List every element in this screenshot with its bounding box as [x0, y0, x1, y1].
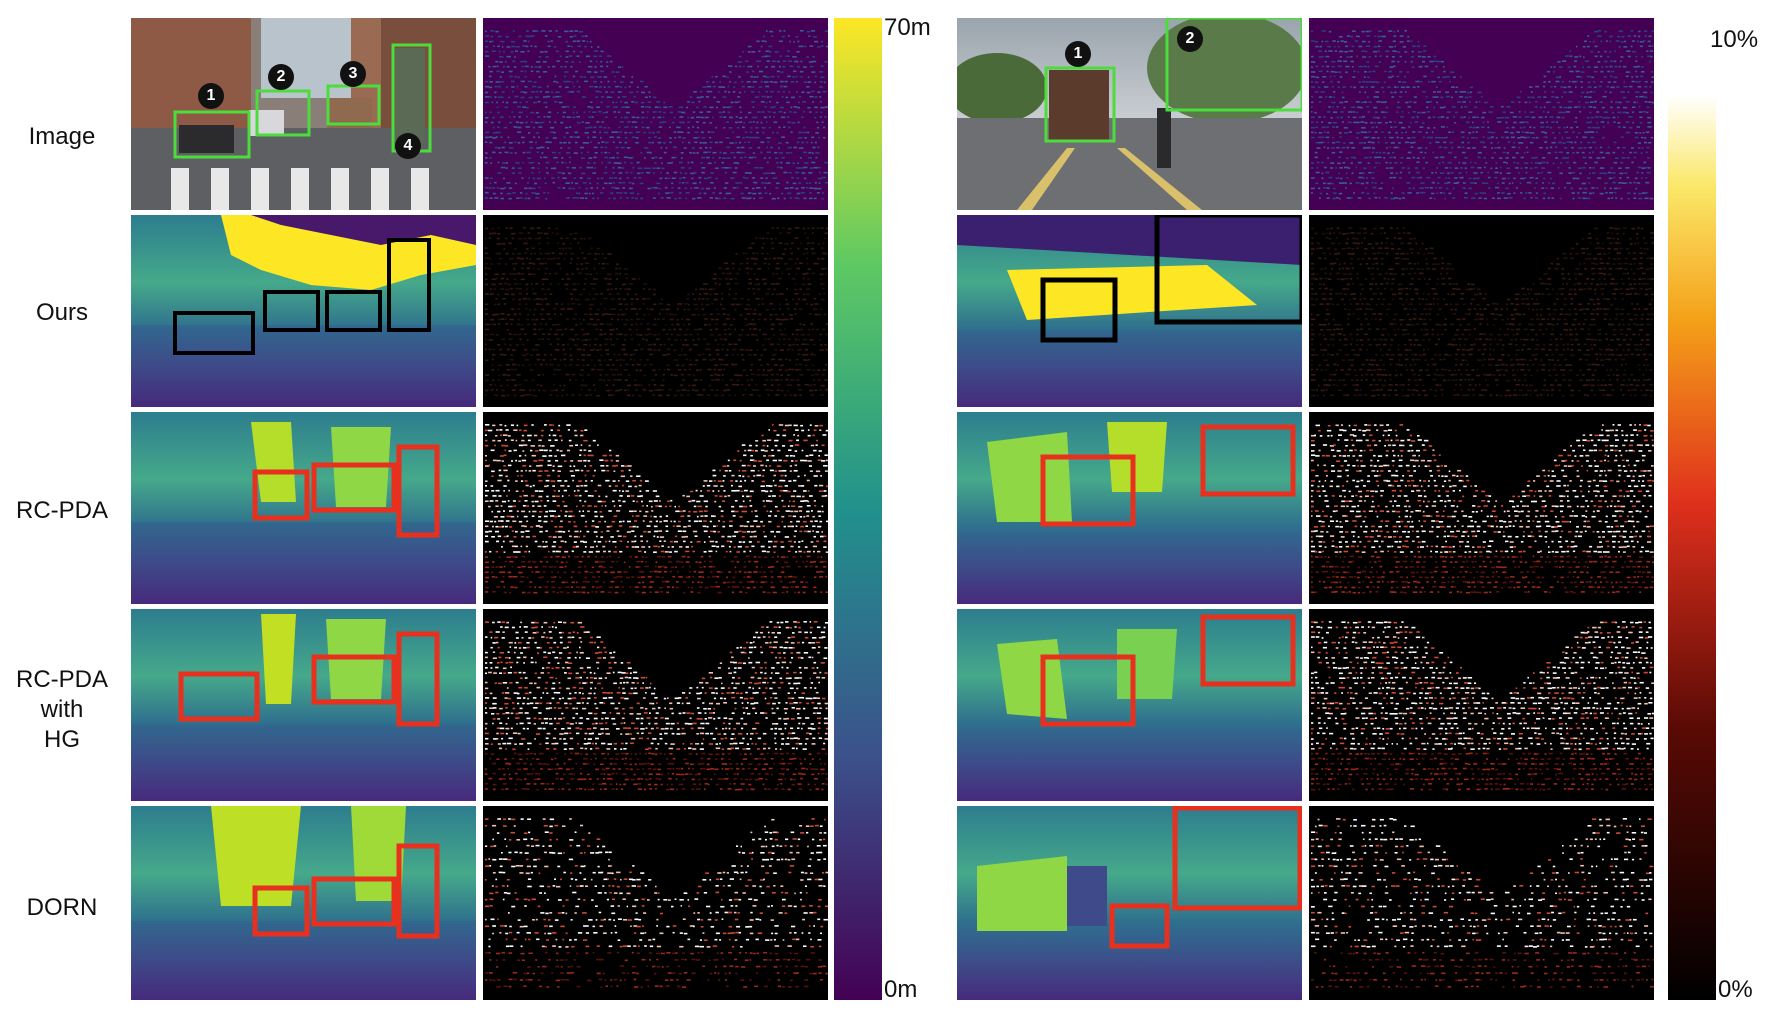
scene1-rcpda-error: [483, 412, 828, 604]
lidar-points: [1311, 227, 1654, 397]
depth-colorbar: [834, 18, 882, 1000]
scene1-green-boxes: [173, 43, 432, 159]
scene1-lidar-input-panel: [483, 18, 828, 210]
scene1-marker-4: 4: [395, 133, 421, 159]
error-colorbar-max-label: 10%: [1710, 26, 1759, 53]
row-label-image: Image: [28, 123, 96, 150]
scene2-dorn-depth: [957, 806, 1302, 1000]
scene1-rcpda-hg-error: [483, 609, 828, 801]
scene1-marker-1: 1: [198, 83, 224, 109]
scene2-ours-error: [1309, 215, 1654, 407]
scene1-image-panel: 1 2 3 4: [131, 18, 476, 210]
row-label-dorn: DORN: [26, 894, 98, 921]
lidar-points: [485, 227, 828, 397]
lidar-points: [1311, 30, 1654, 200]
scene1-ours-black-boxes: [173, 238, 431, 355]
scene1-rcpda-red-boxes: [252, 444, 440, 538]
scene2-ours-black-boxes: [1040, 215, 1302, 343]
scene2-lidar-input-panel: [1309, 18, 1654, 210]
lidar-points: [1311, 621, 1654, 791]
scene1-rcpda-depth: [131, 412, 476, 604]
lidar-points: [485, 818, 828, 988]
scene1-marker-3: 3: [340, 61, 366, 87]
scene2-image-panel: 1 2: [957, 18, 1302, 210]
scene1-ours-error: [483, 215, 828, 407]
depth-colorbar-min-label: 0m: [884, 976, 918, 1003]
scene2-marker-2: 2: [1177, 26, 1203, 52]
scene1-dorn-depth: [131, 806, 476, 1000]
lidar-points: [485, 30, 828, 200]
error-colorbar-min-label: 0%: [1718, 976, 1753, 1003]
scene2-rcpda-error: [1309, 412, 1654, 604]
row-label-rc-pda-hg: RC-PDA with HG: [15, 666, 108, 753]
scene2-rcpda-depth: [957, 412, 1302, 604]
lidar-points: [1311, 818, 1654, 988]
row-label-rc-pda: RC-PDA: [15, 497, 108, 524]
scene2-ours-depth: [957, 215, 1302, 407]
depth-colorbar-max-label: 70m: [884, 14, 931, 41]
scene2-green-boxes: [1044, 18, 1302, 143]
lidar-points: [485, 621, 828, 791]
scene2-rcpda-red-boxes: [1040, 424, 1296, 527]
error-colorbar: [1668, 95, 1716, 1000]
scene2-rcpda-hg-error: [1309, 609, 1654, 801]
scene2-rcpda-hg-depth: [957, 609, 1302, 801]
scene1-rcpda-hg-red-boxes: [178, 631, 440, 727]
scene1-marker-2: 2: [268, 64, 294, 90]
scene1-ours-depth: [131, 215, 476, 407]
scene2-dorn-red-boxes: [1109, 806, 1302, 949]
lidar-points: [1311, 424, 1654, 594]
scene2-dorn-error: [1309, 806, 1654, 1000]
lidar-points: [485, 424, 828, 594]
scene1-dorn-error: [483, 806, 828, 1000]
scene2-marker-1: 1: [1065, 41, 1091, 67]
scene1-dorn-red-boxes: [252, 843, 440, 939]
scene1-rcpda-hg-depth: [131, 609, 476, 801]
row-label-ours: Ours: [35, 299, 88, 326]
scene2-rcpda-hg-red-boxes: [1040, 614, 1296, 727]
